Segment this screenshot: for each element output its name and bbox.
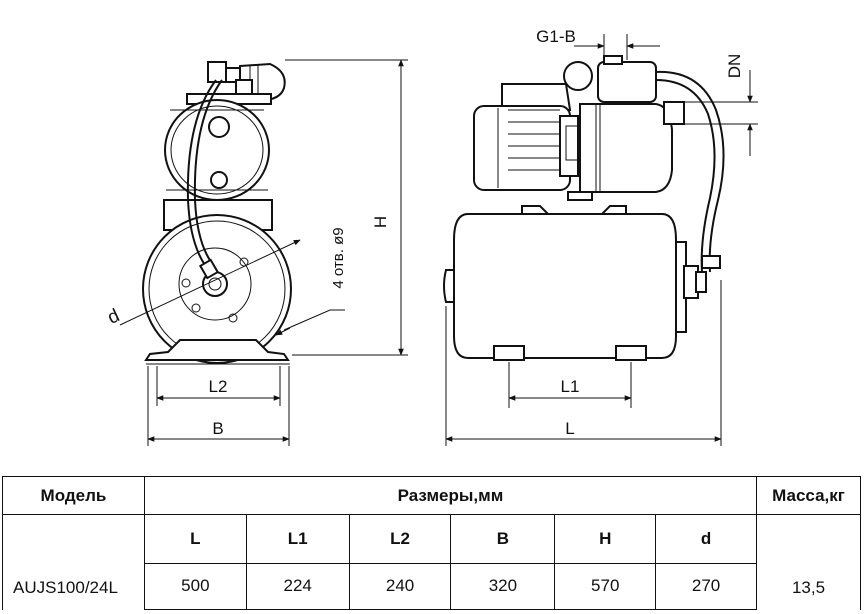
label-dn: DN: [725, 54, 744, 79]
label-b: B: [212, 419, 223, 438]
table-subheader-row: AUJS100/24L L L1 L2 B H d 13,5: [2, 514, 861, 610]
side-view: [443, 34, 758, 446]
table-header-row: Модель Размеры,мм Масса,кг: [2, 475, 861, 516]
header-model: Модель: [2, 475, 145, 516]
column-header: d: [655, 514, 757, 564]
column-header: B: [450, 514, 556, 564]
value-cell: 500: [143, 562, 247, 611]
value-cell: 224: [245, 562, 350, 611]
column-header: L: [143, 514, 247, 564]
header-mass: Масса,кг: [756, 475, 861, 516]
pump-technical-drawing: H 4 отв. ø9 d L2 B: [104, 27, 758, 446]
value-cell: 320: [450, 562, 556, 611]
label-g1b: G1-B: [536, 27, 576, 46]
header-dimensions: Размеры,мм: [143, 475, 758, 516]
label-holes: 4 отв. ø9: [330, 227, 347, 288]
column-header: L1: [245, 514, 350, 564]
value-cell: 270: [655, 562, 757, 611]
front-view: [119, 59, 408, 446]
label-d: d: [104, 305, 122, 329]
value-cell: 570: [554, 562, 657, 611]
spec-table: Модель Размеры,мм Масса,кг AUJS100/24L L…: [2, 475, 861, 611]
mass-cell: 13,5: [756, 514, 861, 610]
model-cell: AUJS100/24L: [2, 514, 145, 610]
label-h: H: [371, 216, 390, 228]
value-cell: 240: [348, 562, 452, 611]
label-l1: L1: [561, 377, 580, 396]
label-l: L: [565, 419, 574, 438]
column-header: H: [554, 514, 657, 564]
column-header: L2: [348, 514, 452, 564]
table-row: 500 224 240 320 570 270: [3, 562, 861, 611]
label-l2: L2: [209, 377, 228, 396]
